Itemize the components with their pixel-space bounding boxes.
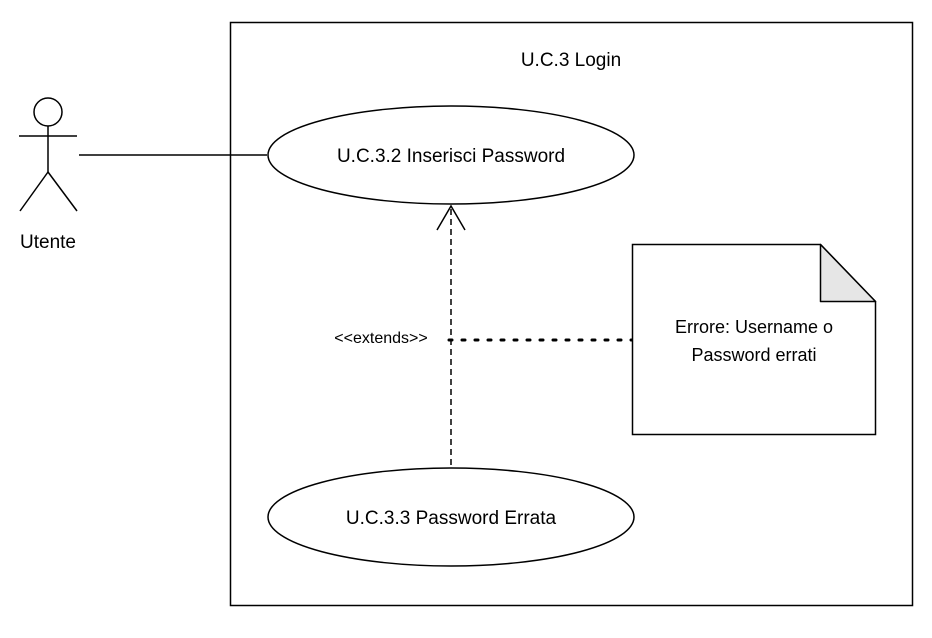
extends-label: <<extends>> <box>334 330 427 347</box>
note-text-line1: Errore: Username o <box>675 317 833 337</box>
note-body <box>631 243 877 436</box>
use-case-label: U.C.3.3 Password Errata <box>346 508 557 529</box>
use-case-password-errata[interactable]: U.C.3.3 Password Errata <box>267 467 635 567</box>
note-fold <box>819 243 877 303</box>
extend-arrowhead <box>436 204 466 231</box>
system-title: U.C.3 Login <box>521 50 621 71</box>
actor-label: Utente <box>20 232 76 253</box>
use-case-ellipse[interactable] <box>267 105 635 205</box>
use-case-ellipse[interactable] <box>267 467 635 567</box>
use-case-inserisci-password[interactable]: U.C.3.2 Inserisci Password <box>267 105 635 205</box>
extend-relationship <box>436 204 466 465</box>
actor-utente: Utente <box>19 97 78 253</box>
note-text-line2: Password errati <box>691 345 816 365</box>
use-case-label: U.C.3.2 Inserisci Password <box>337 146 565 167</box>
note: Errore: Username o Password errati <box>631 243 877 436</box>
stick-figure-icon <box>19 97 78 212</box>
